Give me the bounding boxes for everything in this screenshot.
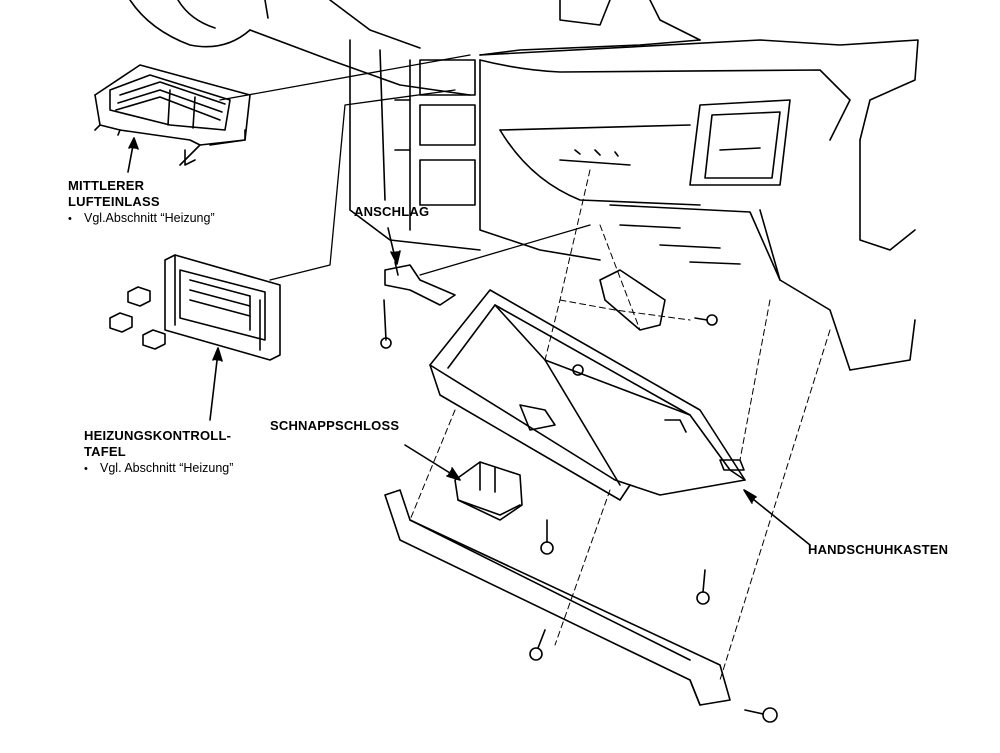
hinge-rail	[384, 489, 731, 706]
heater-panel-label: HEIZUNGSKONTROLL- TAFEL • Vgl. Abschnitt …	[84, 428, 233, 477]
latch-label: SCHNAPPSCHLOSS	[270, 418, 399, 434]
heater-panel-note: • Vgl. Abschnitt “Heizung”	[84, 460, 233, 477]
center-vent-note: • Vgl.Abschnitt “Heizung”	[68, 210, 215, 227]
heater-leader-line	[269, 89, 456, 281]
center-vent-note-text: Vgl.Abschnitt “Heizung”	[84, 211, 215, 225]
latch-pointer-arrowhead	[446, 467, 461, 481]
bullet-icon: •	[68, 213, 72, 225]
vent-pointer-arrowhead	[128, 137, 139, 150]
heater-pointer-arrow	[209, 351, 219, 421]
center-vent-title-line1: MITTLERER	[68, 178, 145, 193]
heater-pointer-arrowhead	[212, 347, 223, 362]
center-vent-title-line2: LUFTEINLASS	[68, 194, 160, 209]
latch-pointer-arrow	[404, 444, 459, 479]
glovebox-title: HANDSCHUHKASTEN	[808, 542, 949, 557]
stop-screw	[380, 299, 392, 349]
stop-label: ANSCHLAG	[354, 204, 429, 220]
alignment-lines	[409, 169, 831, 681]
heater-control-panel	[164, 254, 281, 361]
stop-pointer-arrowhead	[390, 250, 401, 265]
glovebox-label: HANDSCHUHKASTEN	[808, 542, 948, 558]
glovebox-pointer-arrowhead	[743, 489, 757, 504]
dashboard-assembly	[129, 0, 919, 371]
stop-leader-line	[419, 224, 591, 276]
heater-panel-title-line2: TAFEL	[84, 444, 126, 459]
center-vent-label: MITTLERER LUFTEINLASS • Vgl.Abschnitt “He…	[68, 178, 215, 227]
bullet-icon: •	[84, 463, 88, 475]
glovebox	[429, 289, 746, 501]
stop-title: ANSCHLAG	[354, 204, 430, 219]
fasteners	[529, 314, 778, 723]
heater-knobs	[109, 286, 166, 350]
vent-leader-line	[219, 54, 471, 101]
glovebox-latch	[454, 461, 523, 521]
hinge-bracket	[599, 269, 666, 331]
center-air-vent	[94, 64, 251, 166]
stop-bracket	[384, 261, 456, 306]
latch-title: SCHNAPPSCHLOSS	[270, 418, 400, 433]
glovebox-pointer-arrow	[747, 494, 811, 546]
heater-panel-note-text: Vgl. Abschnitt “Heizung”	[100, 461, 234, 475]
heater-panel-title-line1: HEIZUNGSKONTROLL-	[84, 428, 232, 443]
